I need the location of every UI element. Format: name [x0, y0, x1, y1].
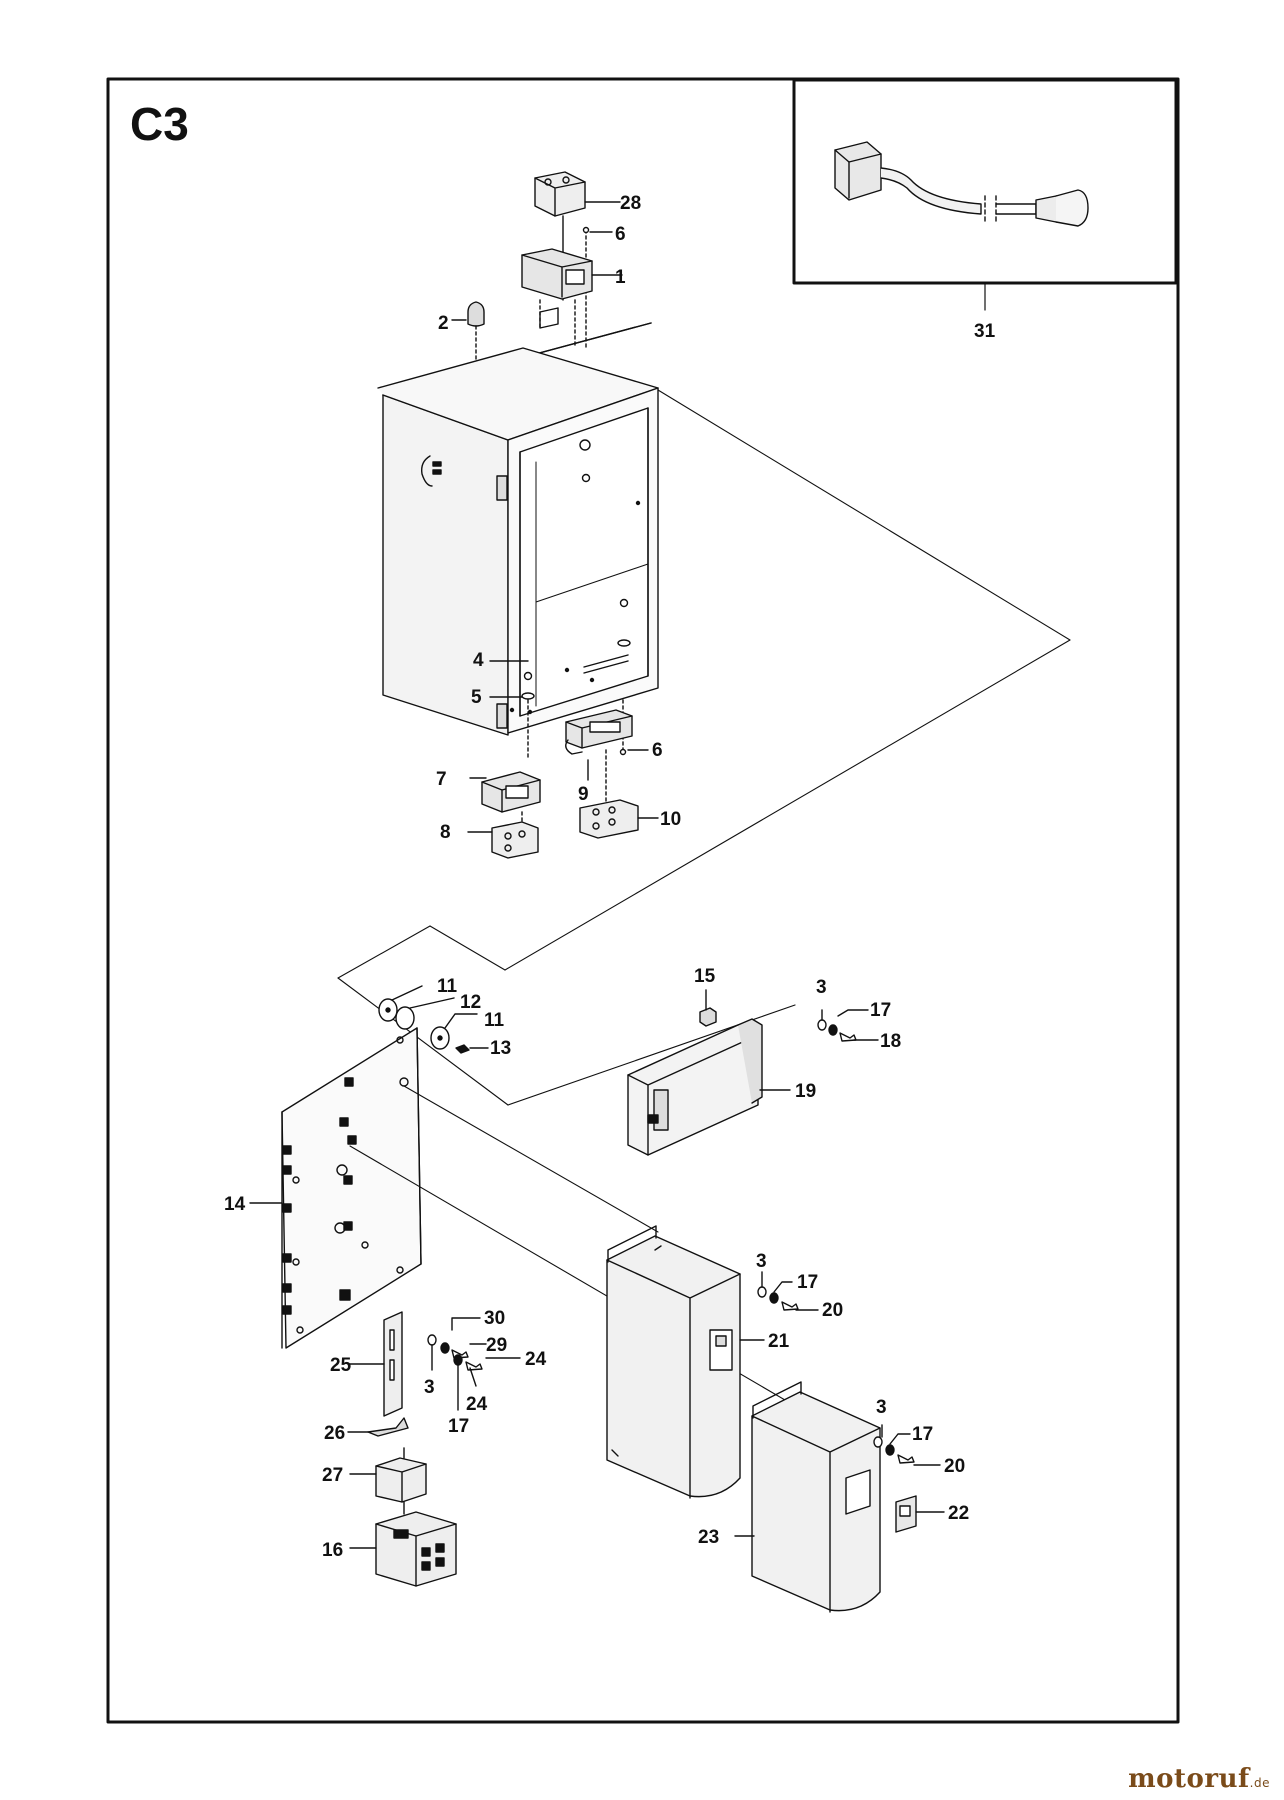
callout-labels: 28 6 1 2 31 4 5 6 7 9 8 10 11 12 11 13 1…	[224, 193, 996, 1561]
part-16-contactor	[349, 1501, 457, 1587]
callout-15: 15	[694, 966, 716, 987]
callout-8: 8	[440, 822, 451, 843]
callout-20-a: 20	[822, 1300, 843, 1321]
callout-17-d: 17	[912, 1424, 933, 1445]
part-19-module	[627, 1018, 791, 1156]
part-1-housing	[521, 248, 623, 346]
callout-31: 31	[974, 321, 996, 342]
part-10-insert	[579, 799, 659, 839]
part-27-block	[349, 1447, 427, 1503]
callout-18: 18	[880, 1031, 901, 1052]
callout-17-a: 17	[870, 1000, 891, 1021]
washers-11-12-13	[378, 985, 489, 1054]
callout-10: 10	[660, 809, 681, 830]
callout-17-b: 17	[797, 1272, 818, 1293]
callout-1: 1	[615, 267, 626, 288]
part-25-bracket	[349, 1311, 403, 1417]
callout-29: 29	[486, 1335, 507, 1356]
callout-24-b: 24	[466, 1394, 488, 1415]
callout-30: 30	[484, 1308, 505, 1329]
callout-14: 14	[224, 1194, 246, 1215]
callout-6-bottom: 6	[652, 740, 663, 761]
callout-3-c: 3	[424, 1377, 435, 1398]
part-26-clip	[347, 1417, 409, 1437]
callout-21: 21	[768, 1331, 790, 1352]
callout-13: 13	[490, 1038, 511, 1059]
callout-23: 23	[698, 1527, 719, 1548]
callout-6-top: 6	[615, 224, 626, 245]
part-21-drive-unit	[606, 1225, 765, 1499]
part-28-connector	[534, 171, 621, 301]
callout-2: 2	[438, 313, 449, 334]
callout-28: 28	[620, 193, 641, 214]
screws-3-17-18	[817, 1009, 879, 1042]
assembly-lead-lines	[337, 389, 1071, 1106]
part-15-plug	[699, 989, 717, 1027]
callout-20-b: 20	[944, 1456, 965, 1477]
callout-17-c: 17	[448, 1416, 469, 1437]
callout-3-d: 3	[876, 1397, 887, 1418]
part-2-cable-gland	[451, 301, 485, 370]
fasteners-29-30-24	[427, 1317, 521, 1411]
callout-5: 5	[471, 687, 482, 708]
callout-7: 7	[436, 769, 447, 790]
part-7-housing	[469, 771, 541, 833]
callout-4: 4	[473, 650, 484, 671]
callout-11-top: 11	[437, 976, 458, 997]
callout-27: 27	[322, 1465, 343, 1486]
callout-12: 12	[460, 992, 481, 1013]
callout-22: 22	[948, 1503, 969, 1524]
part-23-drive-unit	[734, 1381, 881, 1613]
callout-3-b: 3	[756, 1251, 767, 1272]
callout-11-bottom: 11	[484, 1010, 505, 1031]
callout-26: 26	[324, 1423, 345, 1444]
callout-25: 25	[330, 1355, 352, 1376]
callout-19: 19	[795, 1081, 816, 1102]
watermark-logo: motoruf.de	[1128, 1764, 1270, 1794]
inset-box-cable	[792, 78, 1178, 311]
watermark-name: motoruf	[1128, 1764, 1250, 1794]
screws-3-17-20-lower	[873, 1424, 941, 1466]
section-label: C3	[130, 98, 189, 150]
outer-frame	[106, 77, 1180, 1724]
watermark-tld: .de	[1249, 1776, 1270, 1790]
enclosure-box	[377, 307, 659, 761]
callout-16: 16	[322, 1540, 343, 1561]
part-9-housing	[565, 709, 633, 806]
part-22-panel	[895, 1495, 945, 1533]
callout-24-a: 24	[525, 1349, 547, 1370]
callout-3-a: 3	[816, 977, 827, 998]
part-8-insert	[467, 821, 539, 859]
part-14-mounting-plate	[249, 1027, 422, 1349]
callout-9: 9	[578, 784, 589, 805]
screws-3-17-20-upper	[757, 1271, 819, 1311]
